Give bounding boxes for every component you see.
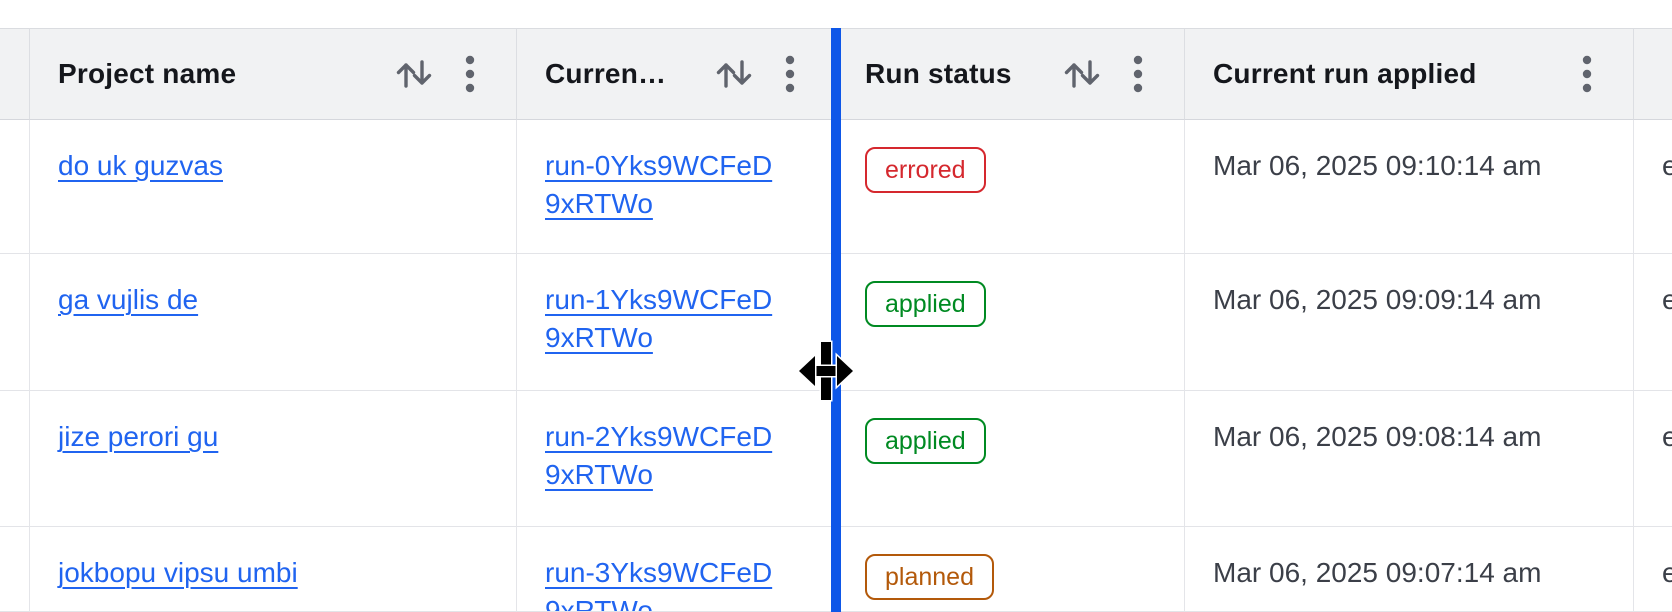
project-cell: jokbopu vipsu umbi bbox=[30, 527, 517, 612]
run-link[interactable]: run-2Yks9WCFeD 9xRTWo bbox=[545, 421, 772, 490]
applied-timestamp: Mar 06, 2025 09:09:14 am bbox=[1213, 284, 1542, 315]
applied-cell: Mar 06, 2025 09:08:14 am bbox=[1185, 391, 1634, 527]
header-icons bbox=[1581, 52, 1593, 96]
sort-icon[interactable] bbox=[1062, 54, 1102, 94]
clipped-text: e bbox=[1662, 284, 1672, 315]
run-id-line1: run-2Yks9WCFeD bbox=[545, 421, 773, 452]
status-badge: applied bbox=[865, 418, 986, 464]
applied-cell: Mar 06, 2025 09:10:14 am bbox=[1185, 120, 1634, 254]
project-link[interactable]: ga vujlis de bbox=[58, 284, 199, 315]
column-header-current-run: Curren… bbox=[517, 28, 837, 120]
applied-timestamp: Mar 06, 2025 09:08:14 am bbox=[1213, 421, 1542, 452]
project-cell: jize perori gu bbox=[30, 391, 517, 527]
column-label-current-run-applied: Current run applied bbox=[1213, 58, 1477, 89]
column-label-project-name: Project name bbox=[58, 58, 237, 89]
run-link[interactable]: run-3Yks9WCFeD 9xRTWo bbox=[545, 557, 773, 612]
run-id-line2: 9xRTWo bbox=[545, 322, 653, 353]
clipped-cell: e bbox=[1634, 391, 1672, 527]
run-cell: run-1Yks9WCFeD 9xRTWo bbox=[517, 254, 837, 391]
run-link[interactable]: run-1Yks9WCFeD 9xRTWo bbox=[545, 284, 772, 353]
kebab-menu-icon[interactable] bbox=[464, 52, 476, 96]
status-cell: planned bbox=[837, 527, 1185, 612]
status-cell: errored bbox=[837, 120, 1185, 254]
header-icons bbox=[394, 52, 476, 96]
run-id-line1: run-3Yks9WCFeD bbox=[545, 557, 773, 588]
column-header-project-name: Project name bbox=[30, 28, 517, 120]
column-label-current-run: Curren… bbox=[545, 58, 667, 89]
kebab-menu-icon[interactable] bbox=[1132, 52, 1144, 96]
clipped-text: e bbox=[1662, 421, 1672, 452]
project-cell: ga vujlis de bbox=[30, 254, 517, 391]
status-badge: planned bbox=[865, 554, 994, 600]
column-resize-indicator[interactable] bbox=[831, 28, 841, 612]
run-cell: run-3Yks9WCFeD 9xRTWo bbox=[517, 527, 837, 612]
applied-timestamp: Mar 06, 2025 09:10:14 am bbox=[1213, 150, 1542, 181]
run-id-line1: run-0Yks9WCFeD bbox=[545, 150, 773, 181]
applied-cell: Mar 06, 2025 09:09:14 am bbox=[1185, 254, 1634, 391]
spacer-cell bbox=[0, 527, 30, 612]
spacer-cell bbox=[0, 120, 30, 254]
header-icons bbox=[1062, 52, 1144, 96]
applied-timestamp: Mar 06, 2025 09:07:14 am bbox=[1213, 557, 1542, 588]
run-id-line1: run-1Yks9WCFeD bbox=[545, 284, 773, 315]
run-id-line2: 9xRTWo bbox=[545, 459, 653, 490]
clipped-text: e bbox=[1662, 557, 1672, 588]
kebab-menu-icon[interactable] bbox=[784, 52, 796, 96]
header-icons bbox=[714, 52, 796, 96]
status-badge: applied bbox=[865, 281, 986, 327]
kebab-menu-icon[interactable] bbox=[1581, 52, 1593, 96]
sort-icon[interactable] bbox=[394, 54, 434, 94]
project-link[interactable]: jize perori gu bbox=[58, 421, 219, 452]
applied-cell: Mar 06, 2025 09:07:14 am bbox=[1185, 527, 1634, 612]
column-header-run-status: Run status bbox=[837, 28, 1185, 120]
clipped-text: e bbox=[1662, 150, 1672, 181]
clipped-cell: e bbox=[1634, 120, 1672, 254]
sort-icon[interactable] bbox=[714, 54, 754, 94]
project-link[interactable]: jokbopu vipsu umbi bbox=[58, 557, 298, 588]
spacer-cell bbox=[0, 391, 30, 527]
run-cell: run-2Yks9WCFeD 9xRTWo bbox=[517, 391, 837, 527]
status-cell: applied bbox=[837, 391, 1185, 527]
clipped-cell: e bbox=[1634, 527, 1672, 612]
project-link[interactable]: do uk guzvas bbox=[58, 150, 223, 181]
status-cell: applied bbox=[837, 254, 1185, 391]
run-link[interactable]: run-0Yks9WCFeD 9xRTWo bbox=[545, 150, 772, 219]
clipped-cell: e bbox=[1634, 254, 1672, 391]
column-header-clipped: V bbox=[1634, 28, 1672, 120]
data-table: Project name Curren… bbox=[0, 28, 1672, 612]
column-label-run-status: Run status bbox=[865, 58, 1012, 89]
run-id-line2: 9xRTWo bbox=[545, 595, 653, 612]
run-id-line2: 9xRTWo bbox=[545, 188, 653, 219]
run-cell: run-0Yks9WCFeD 9xRTWo bbox=[517, 120, 837, 254]
spacer-cell bbox=[0, 254, 30, 391]
project-cell: do uk guzvas bbox=[30, 120, 517, 254]
status-badge: errored bbox=[865, 147, 986, 193]
column-header-spacer bbox=[0, 28, 30, 120]
column-header-current-run-applied: Current run applied bbox=[1185, 28, 1634, 120]
col-resize-cursor-icon bbox=[797, 340, 855, 402]
